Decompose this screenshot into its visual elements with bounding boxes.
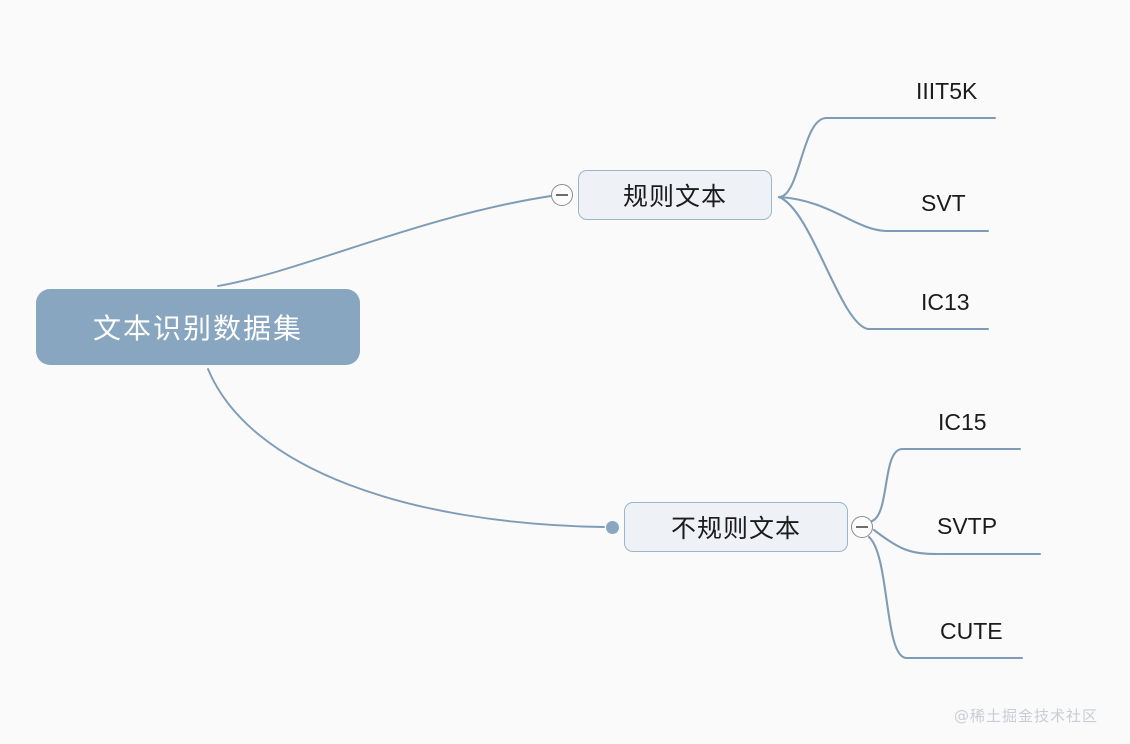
branch-node-rule-text-label: 规则文本 bbox=[622, 182, 727, 211]
leaf-label-cute[interactable]: CUTE bbox=[940, 618, 1003, 644]
edge-root-to-irregular bbox=[207, 368, 605, 528]
leaf-label-iiit5k[interactable]: IIIT5K bbox=[916, 78, 978, 104]
edge-rule-to-iiit5k bbox=[777, 116, 997, 199]
edge-irregular-to-ic15 bbox=[870, 447, 1022, 523]
branch-node-irregular-text[interactable]: 不规则文本 bbox=[624, 502, 848, 552]
leaf-label-svt[interactable]: SVT bbox=[921, 190, 966, 216]
minus-circle-icon-rule-text[interactable] bbox=[551, 184, 573, 206]
watermark: @稀土掘金技术社区 bbox=[953, 707, 1098, 725]
minus-circle-icon-irregular-text[interactable] bbox=[851, 516, 873, 538]
root-node-label: 文本识别数据集 bbox=[92, 312, 303, 345]
leaf-label-svtp[interactable]: SVTP bbox=[937, 513, 998, 539]
branch-node-rule-text[interactable]: 规则文本 bbox=[578, 170, 772, 220]
bullet-dot-icon-irregular-text bbox=[606, 521, 619, 534]
edge-root-to-rule bbox=[217, 195, 552, 287]
leaf-label-ic13[interactable]: IC13 bbox=[921, 289, 970, 315]
root-node[interactable]: 文本识别数据集 bbox=[36, 289, 360, 365]
leaf-label-ic15[interactable]: IC15 bbox=[938, 409, 987, 435]
branch-node-irregular-text-label: 不规则文本 bbox=[670, 514, 801, 543]
